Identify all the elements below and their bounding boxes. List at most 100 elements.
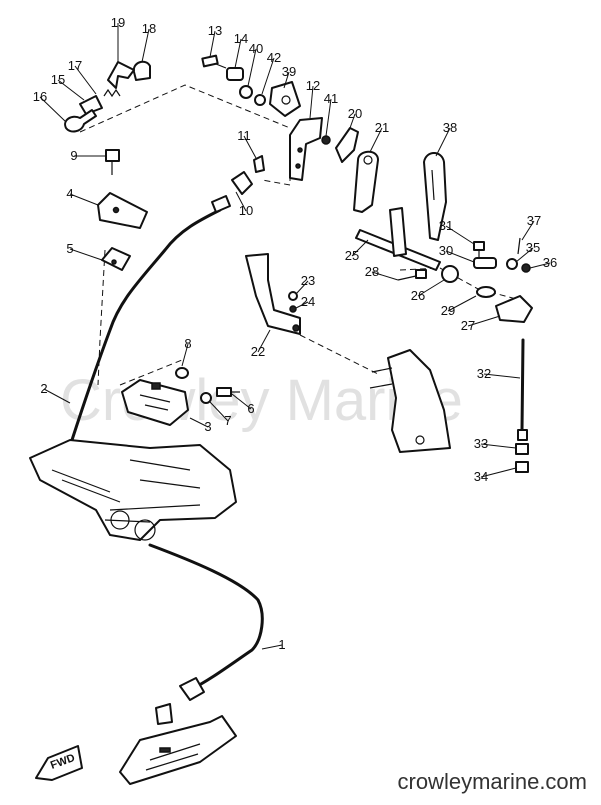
leader-line-13 <box>209 30 216 58</box>
callout-38: 38 <box>443 120 457 135</box>
callout-33: 33 <box>474 436 488 451</box>
callout-35: 35 <box>526 240 540 255</box>
remote-control-box <box>119 715 237 785</box>
bolt-6 <box>216 387 240 397</box>
leader-line-40 <box>247 48 257 87</box>
cable-end-10 <box>231 171 253 195</box>
shaft-25 <box>355 207 441 271</box>
leader-line-28 <box>371 271 399 281</box>
callout-17: 17 <box>68 58 82 73</box>
pin-11 <box>253 155 265 173</box>
nut-34 <box>515 461 529 473</box>
leader-line-27 <box>467 315 501 327</box>
callout-41: 41 <box>324 91 338 106</box>
lever-27 <box>495 295 533 323</box>
callout-22: 22 <box>251 344 265 359</box>
bolt-28 <box>397 269 427 281</box>
callout-24: 24 <box>301 294 315 309</box>
washer-42 <box>254 94 266 106</box>
callout-6: 6 <box>247 401 254 416</box>
washer-35 <box>506 258 518 270</box>
lever-38 <box>423 152 447 241</box>
callout-25: 25 <box>345 248 359 263</box>
leader-line-32 <box>483 373 521 379</box>
lever-19 <box>107 61 135 89</box>
bolt-13 <box>201 54 227 69</box>
callout-3: 3 <box>204 419 211 434</box>
callout-15: 15 <box>51 72 65 87</box>
callout-23: 23 <box>301 273 315 288</box>
callout-29: 29 <box>441 303 455 318</box>
engine-base <box>29 439 237 541</box>
leader-line-29 <box>447 295 477 312</box>
leader-line-36 <box>529 262 551 269</box>
leader-line-7 <box>209 401 229 422</box>
callout-19: 19 <box>111 15 125 30</box>
leader-line-14 <box>234 38 242 69</box>
leader-line-26 <box>417 279 445 297</box>
leader-line-2 <box>43 388 71 404</box>
bolt-9 <box>105 149 120 175</box>
spring-17 <box>103 88 121 98</box>
callout-32: 32 <box>477 366 491 381</box>
leader-line-16 <box>39 96 67 123</box>
callout-31: 31 <box>439 218 453 233</box>
bolt-31 <box>473 241 485 258</box>
footer-url: crowleymarine.com <box>397 769 588 794</box>
cable-2 <box>70 195 231 442</box>
callout-12: 12 <box>306 78 320 93</box>
bolt-23 <box>288 291 298 301</box>
leader-line-4 <box>69 193 99 206</box>
pin-37 <box>517 237 521 255</box>
callout-8: 8 <box>184 336 191 351</box>
callout-27: 27 <box>461 318 475 333</box>
callouts: 1234567891011121314151617181920212223242… <box>33 15 557 652</box>
leader-line-20 <box>349 113 356 129</box>
callout-26: 26 <box>411 288 425 303</box>
gear-housing <box>369 349 451 453</box>
rod-32 <box>517 338 528 441</box>
washer-40 <box>239 85 253 99</box>
pin-15 <box>79 95 103 115</box>
pin-30 <box>473 257 497 269</box>
lower-bracket <box>121 379 189 426</box>
leader-line-41 <box>325 98 332 137</box>
callout-28: 28 <box>365 264 379 279</box>
callout-2: 2 <box>40 381 47 396</box>
leader-line-15 <box>57 79 85 101</box>
leader-line-5 <box>69 248 103 261</box>
plate-39 <box>269 81 301 117</box>
washer-7 <box>200 392 212 404</box>
bracket-12 <box>289 117 323 181</box>
washer-29 <box>476 286 496 298</box>
leader-line-33 <box>480 443 517 449</box>
leader-line-3 <box>189 417 209 428</box>
callout-21: 21 <box>375 120 389 135</box>
callout-16: 16 <box>33 89 47 104</box>
leader-line-10 <box>235 191 247 212</box>
leader-line-35 <box>515 247 534 263</box>
leader-line-30 <box>445 250 475 263</box>
fwd-arrow: FWD <box>35 745 83 781</box>
leader-line-8 <box>181 343 189 367</box>
callout-30: 30 <box>439 243 453 258</box>
callout-7: 7 <box>224 413 231 428</box>
leader-line-38 <box>435 127 451 157</box>
callout-37: 37 <box>527 213 541 228</box>
bushing-26 <box>441 265 459 283</box>
leader-line-17 <box>74 65 97 95</box>
callout-1: 1 <box>278 637 285 652</box>
callout-9: 9 <box>70 148 77 163</box>
leader-line-31 <box>445 225 475 245</box>
lever-20 <box>335 127 359 163</box>
callout-14: 14 <box>234 31 248 46</box>
collar-14 <box>226 67 244 81</box>
nut-33 <box>515 443 529 455</box>
callout-11: 11 <box>237 128 251 143</box>
washer-8 <box>175 367 189 379</box>
leader-line-6 <box>231 393 252 410</box>
cable-1 <box>148 543 264 725</box>
leader-line-18 <box>141 28 150 63</box>
callout-4: 4 <box>66 186 73 201</box>
